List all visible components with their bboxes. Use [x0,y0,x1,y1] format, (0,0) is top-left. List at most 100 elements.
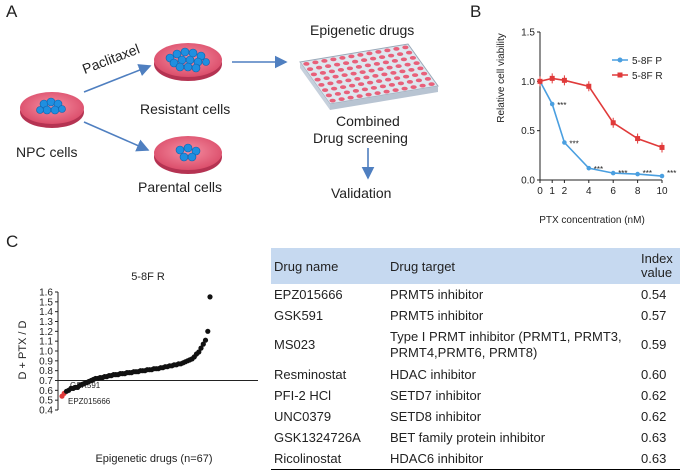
chart-b-point [586,83,592,89]
cell-index-value: 0.62 [641,387,667,403]
plate-well [406,80,413,84]
plate-well [415,78,422,83]
plate-well [357,53,364,57]
plate-well [321,59,328,63]
plate-well [373,62,380,66]
plate-well [319,71,326,75]
chart-b-significance-mark: *** [618,169,627,178]
plate-well [384,48,391,53]
plate-well [383,89,390,94]
plate-well [374,91,381,95]
chart-c-label-epz015666: EPZ015666 [68,397,111,406]
chart-b-x-tick-label: 6 [610,186,616,197]
plate-well [343,61,350,65]
plate-well [368,68,375,73]
plate-well [370,86,377,90]
chart-b-significance-mark: *** [594,165,603,174]
plate-well [337,68,344,72]
cell-index-value: 0.59 [641,337,667,352]
cell-drug-name: EPZ015666 [274,286,343,302]
plate-well [330,57,337,62]
plate-well [316,65,323,70]
resistant-cells-label: Resistant cells [140,101,231,117]
legend-marker-p [617,57,623,63]
chart-b: Relative cell viability PTX concentratio… [496,28,676,227]
plate-well [391,59,398,63]
chart-b-significance-mark: *** [557,101,566,110]
cell-index-value: 0.57 [641,307,667,323]
cell-drug-name: MS023 [274,337,316,352]
plate-well [377,67,384,71]
plate-well [417,66,424,71]
plate-well [329,98,336,103]
schematic-diagram [20,43,439,180]
header-index-value: Index value [638,248,680,284]
chart-b-point [537,78,543,84]
cell-index-value: 0.60 [641,366,667,382]
plate-well [402,45,409,50]
table-header-row: Drug name Drug target Index value [271,248,680,284]
plate-well [412,73,419,77]
plate-well [393,47,400,51]
plate-well [363,75,370,80]
plate-well [323,76,330,80]
panel-label-b: B [470,2,482,21]
plate-well [404,62,411,67]
chart-c-y-tick-label: 0.7 [39,376,53,387]
chart-b-point [635,136,641,142]
plate-well [361,87,368,92]
plate-well [395,64,402,68]
plate-well [331,86,338,91]
plate-well [350,71,357,76]
plate-well [312,60,319,65]
chart-c-y-tick-label: 1.5 [39,297,53,308]
cell-drug-name: UNC0379 [274,408,332,424]
validation-label: Validation [331,185,392,201]
chart-c-y-tick-label: 1.3 [39,317,53,328]
chart-c-y-tick-label: 0.4 [39,406,53,417]
cell-drug-name: PFI-2 HCl [274,387,332,403]
plate-well [388,83,395,87]
plate-well [328,69,335,74]
chart-c: 5-8F R D + PTX / D Epigenetic drugs (n=6… [17,271,258,465]
plate-well [346,66,353,71]
combined-label: Combined [336,113,400,129]
cell-drug-target: BET family protein inhibitor [390,429,546,445]
chart-c-y-tick-label: 1.2 [39,327,53,338]
plate-well [379,84,386,89]
plate-well [356,94,363,98]
plate-well [392,88,399,92]
cell-drug-target: PRMT5 inhibitor [390,307,484,323]
chart-b-point [610,120,616,126]
plate-well [406,50,413,55]
plate-well [352,59,359,64]
plate-well [339,56,346,60]
chart-c-point [198,345,204,351]
chart-b-xlabel: PTX concentration (nM) [539,215,645,226]
cell-drug-name: GSK1324726A [274,429,361,445]
plate-well [358,82,365,86]
chart-c-point [200,341,206,347]
plate-well [390,71,397,75]
well-plate [299,43,439,110]
chart-c-y-tick-label: 1.0 [39,347,53,358]
chart-c-point [202,337,209,343]
chart-c-y-tick-label: 0.5 [39,396,53,407]
chart-b-point [549,75,555,81]
chart-b-series-line [539,80,663,177]
panel-label-a: A [6,2,18,21]
chart-b-point [561,77,567,83]
chart-b-x-tick-label: 4 [586,186,592,197]
chart-c-title: 5-8F R [131,271,165,283]
chart-b-y-tick-label: 0.5 [521,126,535,137]
plate-well [410,85,417,89]
plate-well [421,71,428,76]
chart-b-point [562,140,567,145]
